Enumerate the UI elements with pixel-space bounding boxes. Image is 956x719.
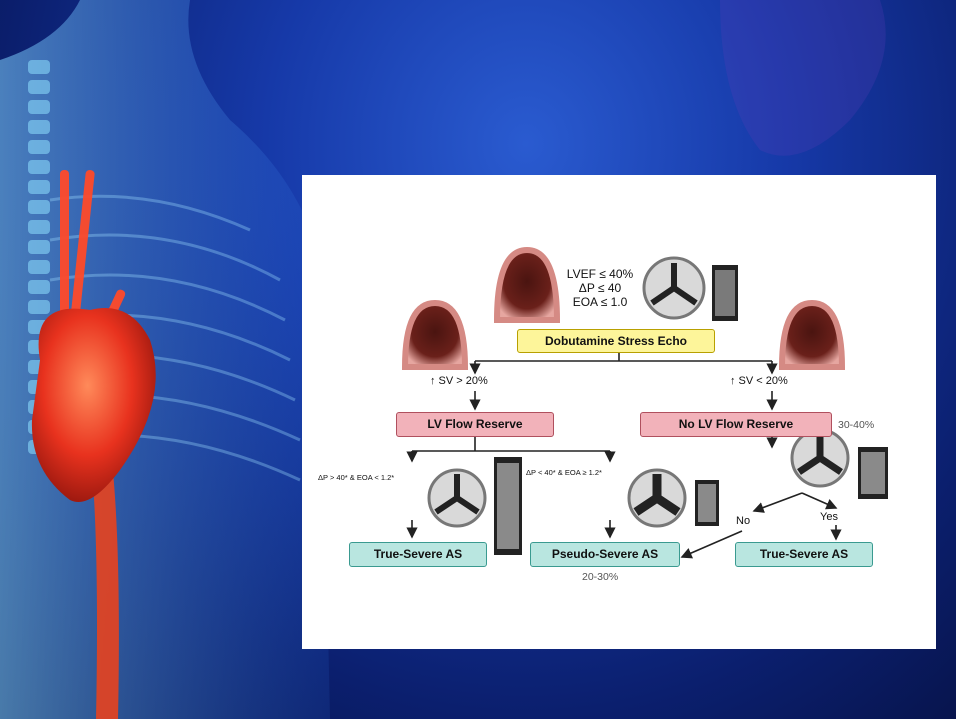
percent-pseudo: 20-30% (582, 571, 618, 583)
label-no: No (736, 515, 750, 527)
percent-no-reserve: 30-40% (838, 419, 874, 431)
doppler-strip-mid (494, 457, 522, 555)
node-pseudo-severe-as: Pseudo-Severe AS (530, 542, 680, 567)
criteria-text: LVEF ≤ 40% ΔP ≤ 40 EOA ≤ 1.0 (560, 267, 640, 309)
node-lv-flow-reserve: LV Flow Reserve (396, 412, 554, 437)
diagram-card: LVEF ≤ 40% ΔP ≤ 40 EOA ≤ 1.0 Dobutamine … (302, 175, 936, 649)
criteria-gradient: ΔP ≤ 40 (560, 281, 640, 295)
background-shape (720, 0, 886, 156)
aortic-valve-icon-right (792, 430, 848, 486)
label-sv-up: ↑ SV > 20% (430, 375, 488, 387)
label-right-criterion: ΔP < 40* & EOA ≥ 1.2* (526, 468, 602, 477)
node-no-lv-flow-reserve: No LV Flow Reserve (640, 412, 832, 437)
criteria-eoa: EOA ≤ 1.0 (560, 295, 640, 309)
node-true-severe-as-right: True-Severe AS (735, 542, 873, 567)
doppler-strip-pseudo (695, 480, 719, 526)
doppler-strip-right (858, 447, 888, 499)
aortic-valve-icon-top (644, 258, 704, 318)
node-dobutamine-stress-echo: Dobutamine Stress Echo (517, 329, 715, 353)
valve-image-right (782, 303, 842, 367)
valve-image-left (405, 303, 465, 367)
label-sv-down: ↑ SV < 20% (730, 375, 788, 387)
label-left-criterion: ΔP > 40* & EOA < 1.2* (318, 473, 394, 482)
valve-image-top (497, 250, 557, 320)
label-yes: Yes (820, 511, 838, 523)
doppler-strip-top (712, 265, 738, 321)
aortic-valve-icon-mid (429, 470, 485, 526)
aortic-valve-icon-pseudo (629, 470, 685, 526)
node-true-severe-as-left: True-Severe AS (349, 542, 487, 567)
criteria-lvef: LVEF ≤ 40% (560, 267, 640, 281)
